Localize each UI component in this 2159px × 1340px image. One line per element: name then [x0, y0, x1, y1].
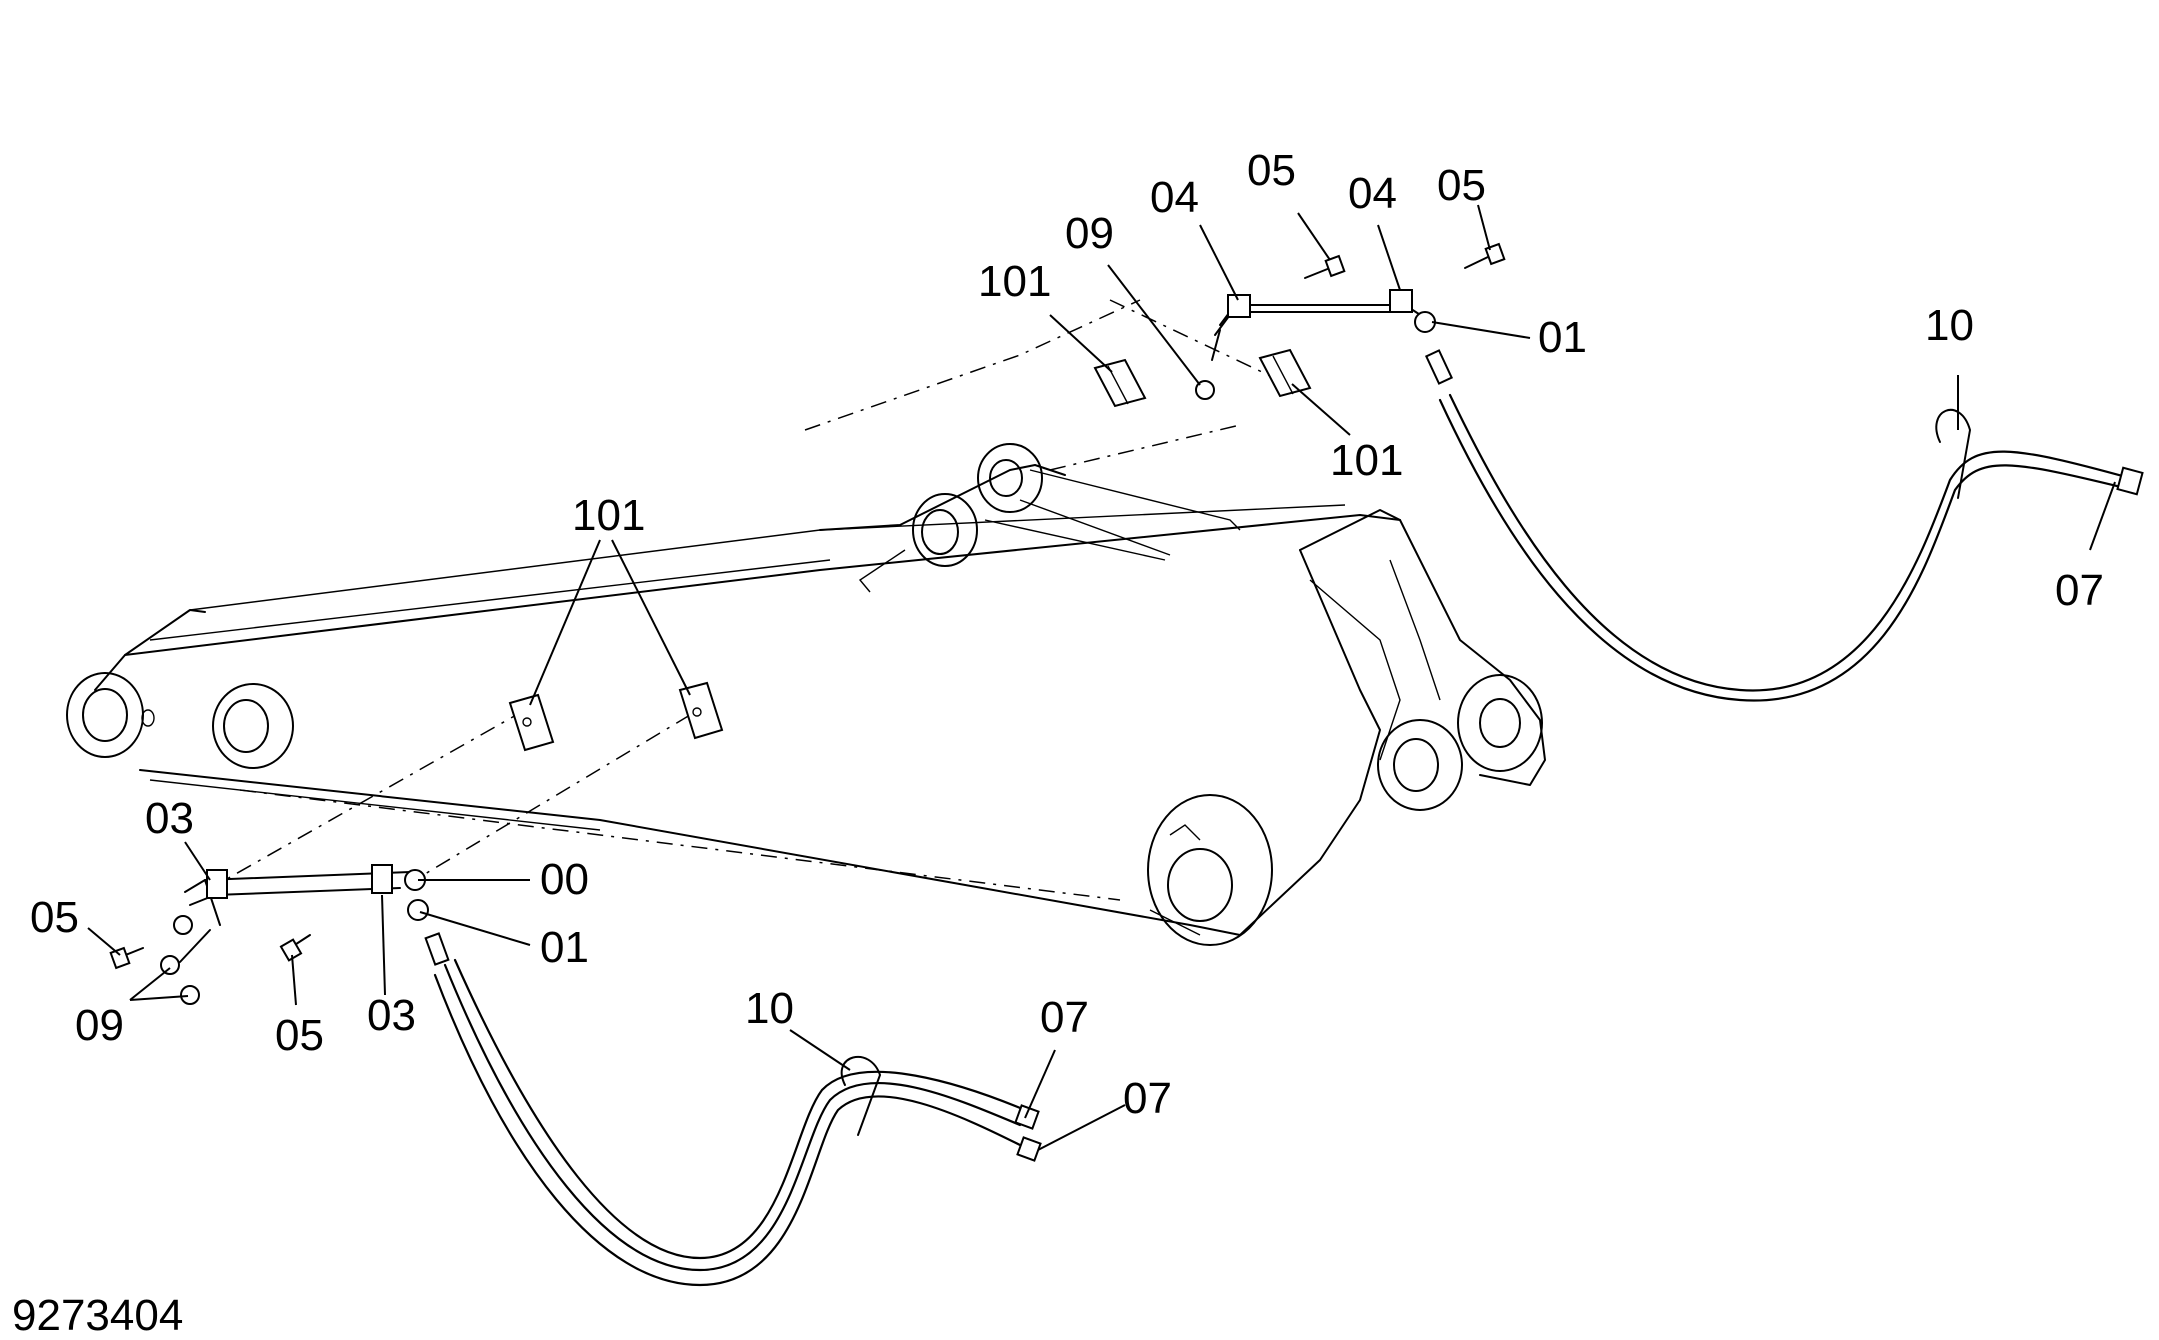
- label-07-bottom-lower: 07: [1123, 1074, 1172, 1123]
- bottom-pipe-assembly: [109, 864, 1042, 1287]
- drawing-number: 9273404: [12, 1291, 183, 1340]
- spacer-block-center-right: [678, 681, 724, 740]
- label-05-bottom: 05: [275, 1011, 324, 1060]
- label-101-top-left: 101: [978, 257, 1051, 306]
- spacer-block-top-right: [1258, 348, 1312, 398]
- label-03-left: 03: [145, 794, 194, 843]
- label-01-top: 01: [1538, 313, 1587, 362]
- leader-lines: [87, 204, 2116, 1151]
- label-01-bottom: 01: [540, 923, 589, 972]
- label-09-bottom: 09: [75, 1001, 124, 1050]
- boom-arm: [66, 443, 1546, 946]
- label-05-top-left: 05: [1247, 146, 1296, 195]
- label-101-center: 101: [572, 491, 645, 540]
- spacer-block-center-left: [508, 693, 555, 752]
- label-04-top-right: 04: [1348, 169, 1397, 218]
- label-10-right: 10: [1925, 301, 1974, 350]
- label-07-right: 07: [2055, 566, 2104, 615]
- label-07-bottom-upper: 07: [1040, 993, 1089, 1042]
- label-10-bottom: 10: [745, 984, 794, 1033]
- label-101-top-right: 101: [1330, 436, 1403, 485]
- label-03-bottom: 03: [367, 991, 416, 1040]
- callout-labels: 05 04 04 05 09 101 01 101 10 07 101 03 0…: [30, 146, 2104, 1123]
- label-09-top: 09: [1065, 209, 1114, 258]
- spacer-block-top-left: [1093, 358, 1147, 408]
- label-00: 00: [540, 855, 589, 904]
- label-04-top-left: 04: [1150, 173, 1199, 222]
- label-05-left: 05: [30, 893, 79, 942]
- label-05-top-right: 05: [1437, 161, 1486, 210]
